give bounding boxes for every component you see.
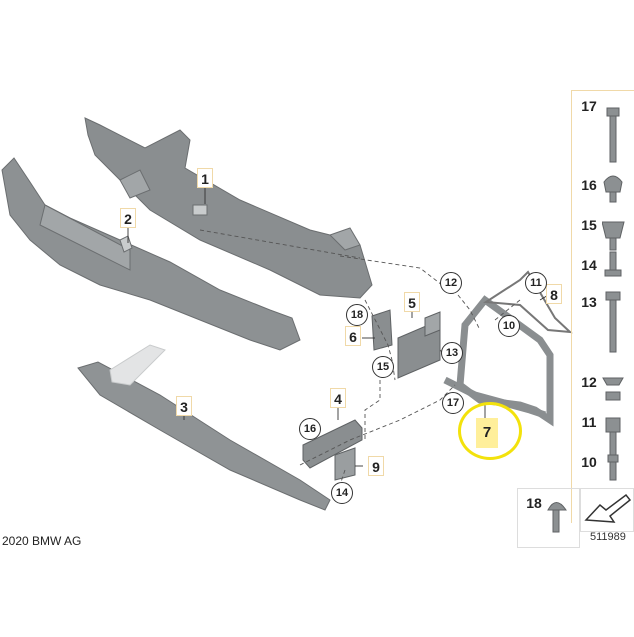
callout-13: 13 <box>441 342 463 364</box>
part-8-bracket <box>483 270 573 334</box>
callout-2: 2 <box>120 208 136 228</box>
sidebar-label: 12 <box>576 369 602 395</box>
callout-12: 12 <box>440 272 462 294</box>
part-4-bracket <box>302 419 363 481</box>
callout-16: 16 <box>299 418 321 440</box>
callout-3: 3 <box>176 396 192 416</box>
callout-6: 6 <box>345 326 361 346</box>
callout-18: 18 <box>346 304 368 326</box>
part-3-lower-trim <box>77 344 331 511</box>
part-1-carrier <box>84 117 373 299</box>
sidebar-label: 13 <box>576 289 602 315</box>
direction-arrow-box <box>580 488 634 532</box>
callout-4: 4 <box>330 388 346 408</box>
sidebar-box <box>571 90 634 523</box>
callout-11: 11 <box>525 272 547 294</box>
sidebar-label: 10 <box>576 449 602 475</box>
callout-7-highlighted: 7 <box>476 418 498 448</box>
sidebar-label: 15 <box>576 212 602 238</box>
sidebar-hardware <box>547 107 625 533</box>
part-18-label: 18 <box>521 490 547 516</box>
callout-14: 14 <box>331 482 353 504</box>
callout-10: 10 <box>498 315 520 337</box>
callout-5: 5 <box>404 292 420 312</box>
callout-17: 17 <box>442 392 464 414</box>
sidebar-label: 14 <box>576 252 602 278</box>
callout-9: 9 <box>368 456 384 476</box>
diagram-number: 511989 <box>590 531 626 543</box>
sidebar-label: 11 <box>576 409 602 435</box>
highlight-ring <box>458 402 522 460</box>
callout-15: 15 <box>372 356 394 378</box>
arrow-icon <box>584 493 632 523</box>
callout-1: 1 <box>197 168 213 188</box>
sidebar-label: 17 <box>576 93 602 119</box>
sidebar-label: 16 <box>576 172 602 198</box>
part-2-absorber <box>1 157 301 351</box>
callout-8: 8 <box>546 284 562 304</box>
copyright-text: 2020 BMW AG <box>2 534 82 548</box>
part-18-box <box>517 488 580 548</box>
part-5-6-brackets <box>371 309 441 379</box>
